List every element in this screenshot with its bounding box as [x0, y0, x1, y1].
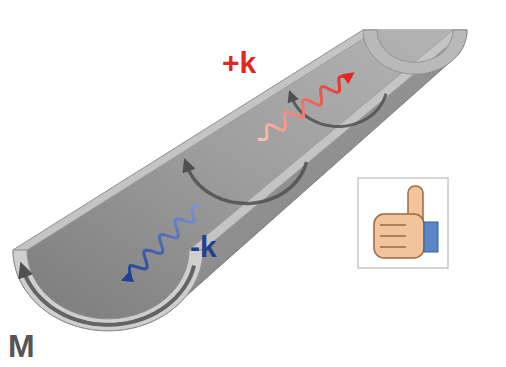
- sleeve: [424, 222, 438, 252]
- spin-waves: [122, 70, 354, 283]
- tube-outer-wall: [13, 30, 467, 331]
- icon-frame: [358, 178, 448, 268]
- magnetization-label: M: [8, 330, 35, 362]
- tube-near-face: [13, 250, 203, 331]
- fist: [374, 214, 424, 258]
- magnetization-arrow: [187, 162, 307, 203]
- thumb-icon: [358, 178, 448, 268]
- finger-lines: [380, 225, 406, 247]
- wavevector-label: +k: [222, 48, 256, 78]
- tube-inner-surface: [27, 30, 453, 319]
- tube-far-face: [363, 30, 467, 74]
- magnetization-arrows: [23, 94, 386, 325]
- wavevector-label: -k: [190, 232, 217, 262]
- spin-wave-arrow: [254, 70, 354, 146]
- magnetization-arrow: [23, 266, 194, 325]
- tube-body: [13, 30, 467, 331]
